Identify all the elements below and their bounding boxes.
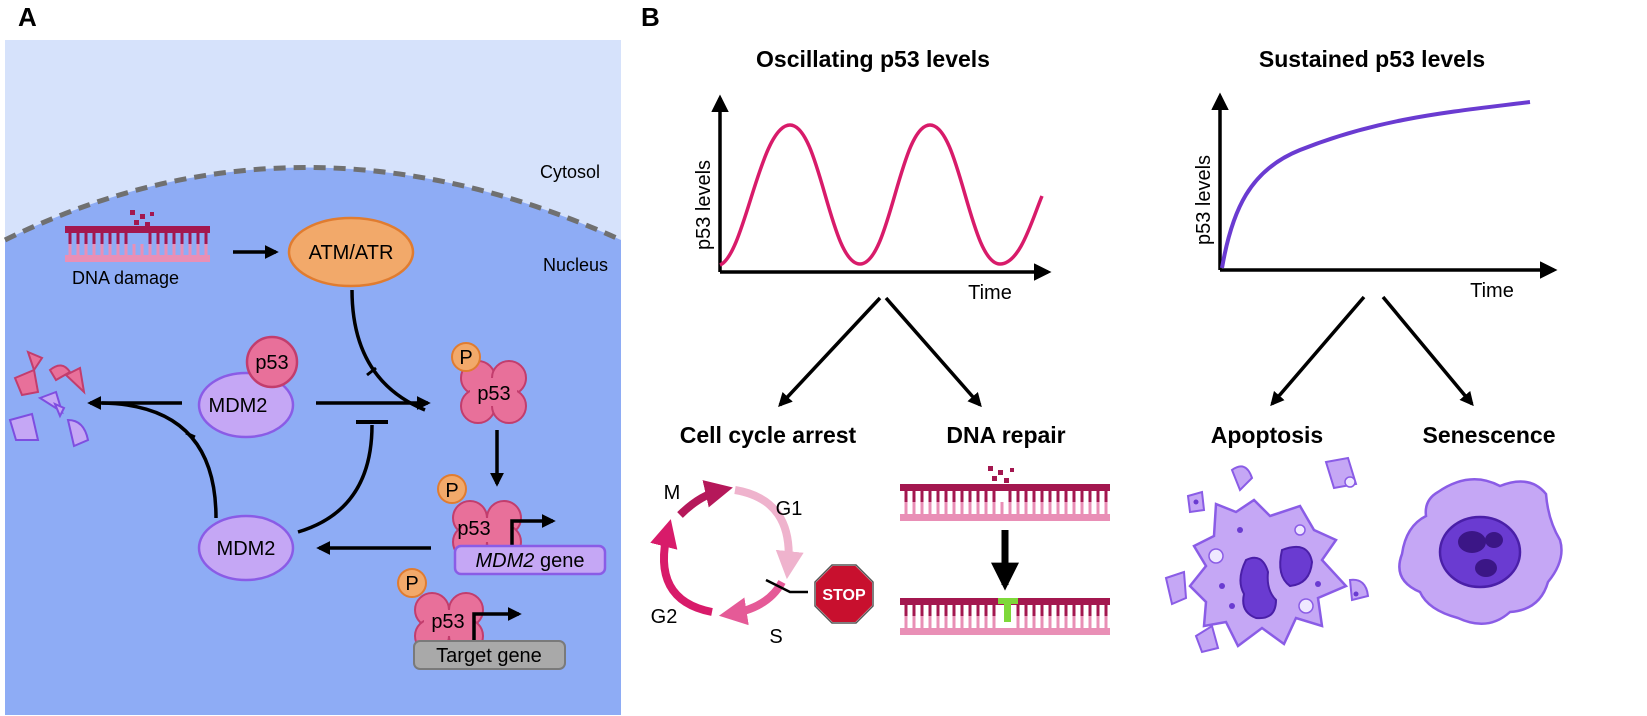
dna-damage-icon (65, 210, 210, 262)
arrow-osc-to-repair (884, 296, 982, 408)
mdm2-node (197, 514, 295, 582)
senescent-cell-icon (1398, 478, 1563, 625)
atm-atr-label: ATM/ATR (309, 242, 394, 264)
phospho-p53-top (451, 342, 527, 424)
senescence-label: Senescence (1423, 422, 1556, 448)
sustained-series-line (1220, 100, 1531, 269)
oscillating-series-line (719, 123, 1044, 267)
phase-g2-label: G2 (651, 606, 678, 628)
complex-mdm2-label: MDM2 (209, 395, 268, 417)
cell-cycle-icon (650, 480, 808, 626)
mdm2-label: MDM2 (217, 538, 276, 560)
arrow-osc-to-arrest (778, 296, 882, 408)
apoptotic-cell-icon (1164, 456, 1370, 654)
mdm2-gene-box (453, 544, 607, 576)
cytosol-label: Cytosol (540, 162, 600, 182)
apoptosis-label: Apoptosis (1211, 422, 1323, 448)
nucleus-label: Nucleus (543, 255, 608, 275)
mdm2-complex-node (197, 371, 295, 439)
phase-m-label: M (664, 482, 681, 504)
panel-a-letter: A (18, 2, 37, 32)
mdm2-gene-italic: MDM2 (476, 550, 535, 572)
degraded-fragments-icon (8, 350, 90, 448)
atm-inhibit-mark (366, 366, 377, 377)
dna-repaired-strand-icon (900, 598, 1110, 635)
nuclear-membrane (3, 165, 623, 243)
p53-label-1: p53 (477, 383, 510, 405)
mdm2-inhibition-curve (297, 424, 374, 534)
panel-b-letter: B (641, 2, 660, 32)
cell-background (3, 40, 623, 715)
cell-cycle-arrest-label: Cell cycle arrest (680, 422, 857, 448)
mdm2-transcription-arrow (510, 514, 556, 548)
p53-label-3: p53 (431, 611, 464, 633)
arrow-sust-to-apoptosis (1270, 295, 1366, 407)
oscillating-xlabel: Time (968, 282, 1012, 304)
p53-complex-node (245, 335, 299, 389)
oscillating-ylabel: p53 levels (693, 160, 715, 250)
stop-sign-outline (814, 564, 874, 624)
nucleus-region (5, 167, 621, 715)
sustained-ylabel: p53 levels (1193, 155, 1215, 245)
degradation-mark (185, 431, 196, 439)
oscillating-title: Oscillating p53 levels (756, 46, 990, 72)
mdm2-gene-label: MDM2 gene (476, 550, 585, 572)
mdm2-gene-suffix: gene (534, 550, 584, 572)
dna-damaged-strand-icon (900, 466, 1110, 521)
phospho-label-2: P (445, 480, 458, 502)
target-gene-box (413, 640, 566, 670)
atm-atr-node (287, 216, 415, 288)
target-gene-label: Target gene (436, 645, 542, 667)
complex-p53-label: p53 (255, 352, 288, 374)
target-transcription-arrow (472, 607, 522, 641)
phase-s-label: S (769, 626, 782, 648)
sustained-xlabel: Time (1470, 280, 1514, 302)
sustained-title: Sustained p53 levels (1259, 46, 1485, 72)
dna-repair-label: DNA repair (946, 422, 1065, 448)
arrow-sust-to-senescence (1381, 295, 1474, 407)
dna-damage-label: DNA damage (72, 268, 179, 288)
stop-sign-label: STOP (822, 587, 866, 604)
phospho-label-1: P (459, 347, 472, 369)
phase-g1-label: G1 (776, 498, 803, 520)
p53-label-2: p53 (457, 518, 490, 540)
phospho-label-3: P (405, 573, 418, 595)
